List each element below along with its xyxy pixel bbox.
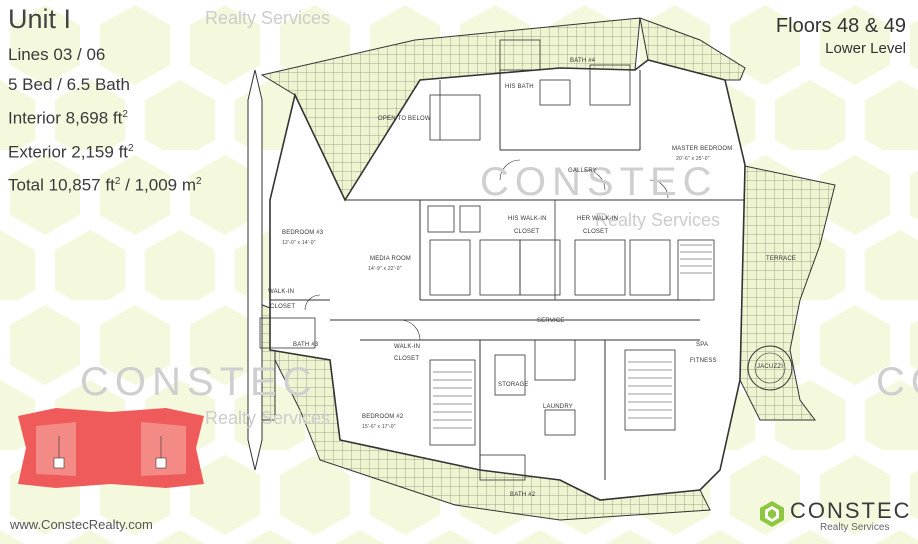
- label-bedroom-3-dim: 12'-0" x 14'-0": [282, 240, 316, 246]
- label-gallery: GALLERY: [568, 168, 597, 174]
- brand-logo: CONSTEC Realty Services: [758, 494, 910, 534]
- interior-row: Interior 8,698 ft2: [8, 100, 258, 134]
- total-ft-unit: ft: [105, 175, 115, 195]
- label-bedroom-3: BEDROOM #3: [282, 230, 324, 236]
- total-slash: /: [120, 175, 135, 195]
- exterior-row: Exterior 2,159 ft2: [8, 134, 258, 168]
- label-terrace: TERRACE: [766, 256, 797, 262]
- key-plan-unit-left: [53, 457, 65, 469]
- label-walkin-1: WALK-IN: [268, 289, 295, 295]
- floors-level: Lower Level: [825, 40, 906, 57]
- unit-title: Unit I: [8, 4, 72, 34]
- label-bath-3: BATH #3: [293, 342, 319, 348]
- total-ft-sup: 2: [114, 176, 121, 188]
- brand-name: CONSTEC: [790, 498, 912, 523]
- floors-info: Floors 48 & 49 Lower Level: [776, 14, 906, 60]
- label-storage: STORAGE: [498, 382, 529, 388]
- lines-label: Lines: [8, 45, 54, 64]
- exterior-label: Exterior: [8, 142, 72, 162]
- label-bath-4: BATH #4: [570, 58, 596, 64]
- label-his-closet-1: HIS WALK-IN: [508, 216, 547, 222]
- label-walkin2-2: CLOSET: [394, 356, 420, 362]
- brand-tagline: Realty Services: [820, 522, 890, 533]
- label-master-dim: 20'-6" x 25'-0": [676, 156, 710, 162]
- label-bedroom-2-dim: 15'-6" x 17'-0": [362, 424, 396, 430]
- label-bedroom-2: BEDROOM #2: [362, 414, 404, 420]
- label-her-closet-1: HER WALK-IN: [577, 216, 619, 222]
- unit-info: Unit I Lines 03 / 06 5 Bed / 6.5 Bath In…: [8, 4, 258, 201]
- total-label: Total: [8, 175, 49, 195]
- label-laundry: LAUNDRY: [543, 404, 573, 410]
- key-plan-highlight-left: [36, 422, 76, 476]
- key-plan-unit-right: [155, 457, 167, 469]
- label-media-room: MEDIA ROOM: [370, 256, 412, 262]
- total-row: Total 10,857 ft2 / 1,009 m2: [8, 167, 258, 201]
- label-master-bedroom: MASTER BEDROOM: [672, 146, 733, 152]
- label-her-closet-2: CLOSET: [583, 229, 609, 235]
- exterior-value: 2,159: [71, 142, 114, 162]
- key-plan-highlight-right: [141, 422, 186, 476]
- exterior-unit: ft: [118, 142, 129, 162]
- label-service: SERVICE: [537, 318, 565, 324]
- key-plan-diagram: [18, 408, 204, 488]
- exterior-sup: 2: [128, 142, 134, 154]
- label-jacuzzi: JACUZZI: [757, 364, 784, 370]
- total-m-sup: 2: [196, 176, 202, 188]
- label-walkin-2: CLOSET: [270, 304, 296, 310]
- website-link[interactable]: www.ConstecRealty.com: [10, 517, 153, 532]
- label-media-dim: 14'-9" x 22'-0": [368, 266, 402, 272]
- lines-value: 03 / 06: [53, 45, 106, 64]
- interior-unit: ft: [112, 108, 123, 128]
- label-spa: SPA: [696, 342, 709, 348]
- label-bath-2: BATH #2: [510, 492, 536, 498]
- lines-row: Lines 03 / 06: [8, 40, 258, 70]
- total-value-ft: 10,857: [48, 175, 101, 195]
- interior-sup: 2: [122, 109, 128, 120]
- bed-bath-row: 5 Bed / 6.5 Bath: [8, 75, 130, 94]
- floors-title: Floors 48 & 49: [775, 15, 906, 37]
- label-his-bath: HIS BATH: [505, 84, 534, 90]
- label-open-to-below: OPEN TO BELOW: [378, 116, 431, 122]
- label-walkin2-1: WALK-IN: [394, 344, 421, 350]
- interior-value: 8,698: [65, 108, 109, 128]
- label-fitness: FITNESS: [690, 358, 717, 364]
- floor-plan: [247, 17, 836, 521]
- brand-hex-icon: [760, 501, 784, 527]
- label-his-closet-2: CLOSET: [514, 229, 540, 235]
- interior-label: Interior: [8, 108, 66, 128]
- total-value-m: 1,009: [134, 175, 178, 195]
- total-m-unit: m: [181, 175, 197, 195]
